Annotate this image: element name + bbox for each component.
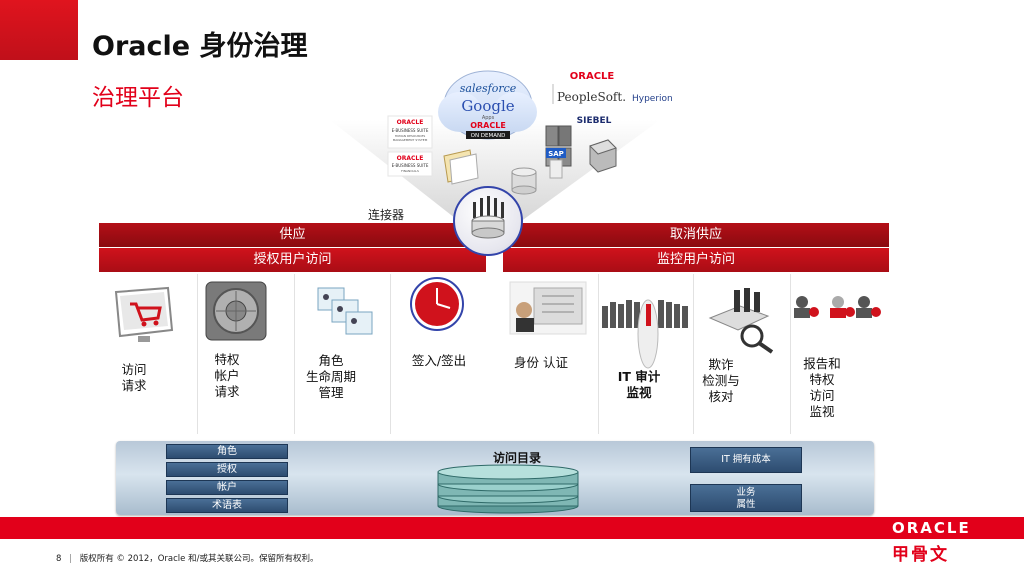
copyright-text: 版权所有 © 2012，Oracle 和/或其关联公司。保留所有权利。 xyxy=(79,554,319,564)
server-box-icon xyxy=(589,139,617,173)
column-divider xyxy=(390,274,391,434)
platform-tag-account: 帐户 xyxy=(166,480,288,495)
page-number: 8 xyxy=(56,554,62,564)
authorize-access-band: 授权用户访问 xyxy=(99,248,486,272)
footer-separator: | xyxy=(69,554,72,564)
hyperion-logo: Hyperion xyxy=(632,94,673,104)
svg-text:FINANCIALS: FINANCIALS xyxy=(401,169,419,173)
access-directory-label: 访问目录 xyxy=(492,451,541,465)
column-label-checkin-checkout: 签入/签出 xyxy=(411,353,467,368)
svg-text:SAP: SAP xyxy=(548,150,564,158)
on-demand-label: ON DEMAND xyxy=(471,133,506,139)
peoplesoft-logo: PeopleSoft. xyxy=(557,90,626,104)
clock-icon xyxy=(410,277,464,331)
svg-text:MANAGEMENT SYSTEM: MANAGEMENT SYSTEM xyxy=(393,138,428,142)
platform-tag-business-attributes: 业务 属性 xyxy=(690,484,802,512)
platform-tag-entitlement: 授权 xyxy=(166,462,288,477)
footer-red-bar xyxy=(0,517,1024,539)
provisioning-band: 供应 xyxy=(99,223,486,247)
sap-logo: SAP xyxy=(546,148,566,179)
slide-subtitle: 治理平台 xyxy=(92,85,184,111)
application-fan-diagram: salesforce Google Apps ORACLE ON DEMAND … xyxy=(330,70,673,222)
column-label-role-lifecycle: 角色 生命周期 管理 xyxy=(305,353,356,400)
svg-text:ORACLE: ORACLE xyxy=(397,119,424,126)
column-divider xyxy=(790,274,791,434)
google-logo: Google xyxy=(461,97,514,115)
column-label-fraud-detection: 欺诈 检测与 核对 xyxy=(702,357,740,404)
column-divider xyxy=(693,274,694,434)
corner-red-block xyxy=(0,0,78,60)
crowd-audit-icon xyxy=(602,299,688,369)
role-cards-icon xyxy=(317,287,373,335)
database-icon xyxy=(511,167,537,195)
column-divider xyxy=(598,274,599,434)
column-label-it-audit: IT 审计 监视 xyxy=(617,369,661,400)
column-divider xyxy=(197,274,198,434)
identity-scan-icon xyxy=(509,281,587,335)
footer-copyright: 8 | 版权所有 © 2012，Oracle 和/或其关联公司。保留所有权利。 xyxy=(56,552,318,564)
monitor-access-band: 监控用户访问 xyxy=(503,248,889,272)
salesforce-logo: salesforce xyxy=(460,82,517,95)
svg-text:ORACLE: ORACLE xyxy=(397,155,424,162)
oracle-logo-footer: ORACLE xyxy=(892,519,971,537)
svg-text:E-BUSINESS SUITE: E-BUSINESS SUITE xyxy=(392,163,429,168)
google-apps-label: Apps xyxy=(482,115,495,121)
oracle-on-demand-logo: ORACLE xyxy=(470,121,506,130)
ebs-financials-logo: ORACLE E-BUSINESS SUITE FINANCIALS xyxy=(387,151,433,177)
oracle-chinese-logo: 甲骨文 xyxy=(892,545,949,565)
connector-label: 连接器 xyxy=(368,208,405,222)
shopping-cart-monitor-icon xyxy=(114,286,174,342)
vault-icon xyxy=(205,281,267,341)
fraud-detection-icon xyxy=(708,288,774,354)
slide-title: Oracle 身份治理 xyxy=(92,31,308,62)
column-divider xyxy=(294,274,295,434)
siebel-logo: SIEBEL xyxy=(577,116,612,126)
ebs-hr-logo: ORACLE E-BUSINESS SUITE HUMAN RESOURCES … xyxy=(387,115,433,149)
folder-icon xyxy=(443,149,479,185)
connector-hub-icon xyxy=(453,186,523,256)
oracle-logo-top: ORACLE xyxy=(570,71,615,82)
column-label-privileged-account: 特权 帐户 请求 xyxy=(214,352,240,399)
column-label-identity-auth: 身份 认证 xyxy=(514,355,568,370)
svg-text:E-BUSINESS SUITE: E-BUSINESS SUITE xyxy=(392,128,429,133)
cloud-icon xyxy=(438,70,537,140)
platform-tag-glossary: 术语表 xyxy=(166,498,288,513)
column-label-reporting: 报告和 特权 访问 监视 xyxy=(803,356,841,419)
svg-text:HUMAN RESOURCES: HUMAN RESOURCES xyxy=(395,134,426,138)
access-directory-database-icon xyxy=(437,464,579,514)
platform-tag-role: 角色 xyxy=(166,444,288,459)
column-label-access-request: 访问 请求 xyxy=(121,362,147,393)
platform-tag-it-cost: IT 拥有成本 xyxy=(690,447,802,473)
reporting-users-icon xyxy=(794,296,881,318)
deprovisioning-band: 取消供应 xyxy=(503,223,889,247)
